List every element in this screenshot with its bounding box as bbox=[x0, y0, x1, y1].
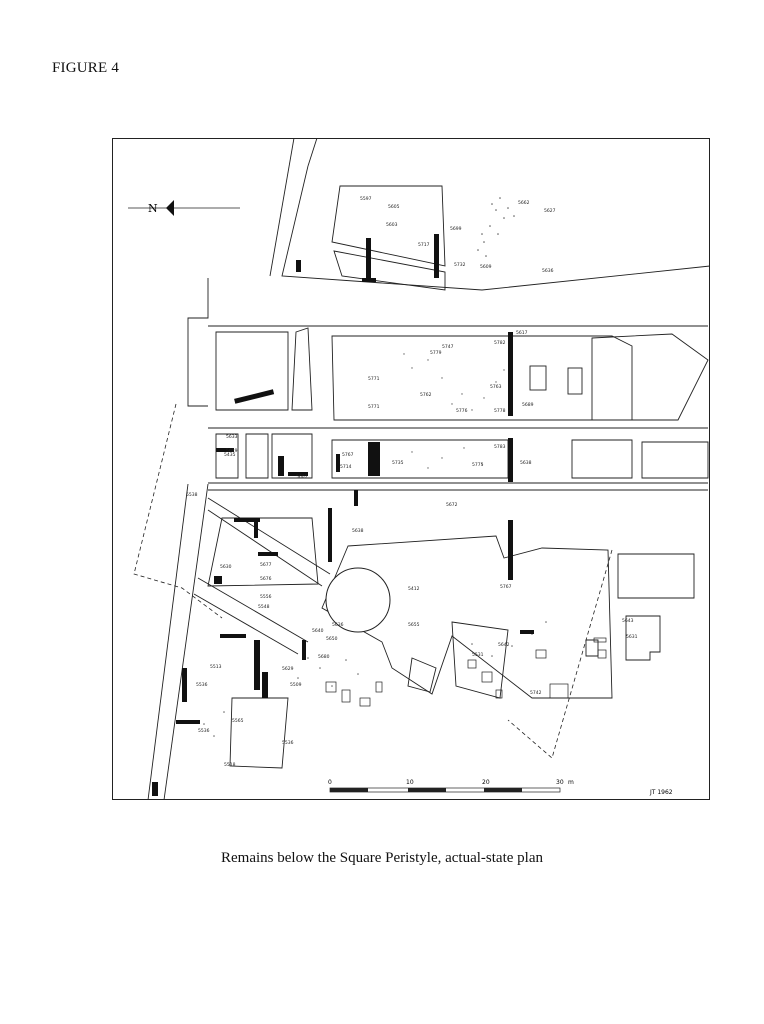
find-label: 5617 bbox=[516, 330, 528, 336]
find-label: 5735 bbox=[392, 460, 404, 466]
find-label: 5776 bbox=[456, 408, 468, 414]
find-label: 5513 bbox=[210, 664, 222, 670]
find-label: 5509 bbox=[290, 682, 302, 688]
find-label: 5629 bbox=[282, 666, 294, 672]
plan-drawing: N bbox=[112, 138, 710, 800]
find-label: 5782 bbox=[494, 340, 506, 346]
find-label: 5607 bbox=[296, 474, 308, 480]
find-label: 5597 bbox=[360, 196, 372, 202]
find-label: 5630 bbox=[220, 564, 232, 570]
find-label: 5536 bbox=[282, 740, 294, 746]
upper-walls bbox=[296, 234, 439, 282]
find-label: 5565 bbox=[232, 718, 244, 724]
find-label: 5677 bbox=[260, 562, 272, 568]
find-label: 5536 bbox=[198, 728, 210, 734]
dashed-boundary bbox=[133, 403, 223, 619]
find-label: 5747 bbox=[442, 344, 454, 350]
find-label: 5779 bbox=[430, 350, 442, 356]
scale-tick-10: 10 bbox=[406, 779, 414, 786]
find-label: 5536 bbox=[196, 682, 208, 688]
middle-walls bbox=[216, 332, 513, 506]
find-label: 5633 bbox=[226, 434, 238, 440]
site-plan: N bbox=[112, 138, 710, 800]
north-label: N bbox=[148, 202, 158, 215]
find-label: 5638 bbox=[520, 460, 532, 466]
find-label: 5672 bbox=[446, 502, 458, 508]
find-label: 5699 bbox=[450, 226, 462, 232]
scale-tick-20: 20 bbox=[482, 779, 490, 786]
scale-bar bbox=[329, 787, 561, 793]
upper-block-outlines bbox=[187, 138, 710, 491]
find-label: 5629 bbox=[226, 448, 238, 454]
lower-fragments bbox=[325, 637, 607, 707]
stipple-upper bbox=[477, 197, 515, 257]
find-label: 5762 bbox=[420, 392, 432, 398]
find-label: 5767 bbox=[500, 584, 512, 590]
find-label: 5603 bbox=[386, 222, 398, 228]
find-label: 5763 bbox=[490, 384, 502, 390]
find-label: 5742 bbox=[530, 690, 542, 696]
find-label: 5717 bbox=[418, 242, 430, 248]
find-label: 5662 bbox=[518, 200, 530, 206]
find-label: 5531 bbox=[472, 652, 484, 658]
drawing-initials: JT 1962 bbox=[649, 789, 673, 796]
lower-block-outlines bbox=[147, 483, 695, 800]
find-label: 5767 bbox=[342, 452, 354, 458]
find-label: 5680 bbox=[318, 654, 330, 660]
find-label: 5556 bbox=[260, 594, 272, 600]
scale-unit: m bbox=[568, 779, 574, 786]
find-label: 5548 bbox=[258, 604, 270, 610]
find-label: 5643 bbox=[622, 618, 634, 624]
find-label: 5775 bbox=[472, 462, 484, 468]
middle-block-outlines bbox=[215, 327, 709, 479]
scale-tick-30: 30 bbox=[556, 779, 564, 786]
find-label: 5689 bbox=[522, 402, 534, 408]
figure-caption: Remains below the Square Peristyle, actu… bbox=[221, 850, 543, 866]
find-label: 5642 bbox=[498, 642, 510, 648]
figure-label: FIGURE 4 bbox=[52, 60, 120, 76]
plan-border bbox=[112, 138, 710, 800]
find-label: 5640 bbox=[312, 628, 324, 634]
stipple-central bbox=[403, 353, 505, 469]
find-label: 5655 bbox=[408, 622, 420, 628]
find-label: 5605 bbox=[388, 204, 400, 210]
find-label: 5650 bbox=[326, 636, 338, 642]
find-label: 5732 bbox=[454, 262, 466, 268]
find-label: 5538 bbox=[186, 492, 198, 498]
find-label: 5636 bbox=[542, 268, 554, 274]
find-label: 5778 bbox=[494, 408, 506, 414]
find-label: 5518 bbox=[224, 762, 236, 768]
find-label: 5771 bbox=[368, 404, 380, 410]
find-label: 5714 bbox=[340, 464, 352, 470]
find-label: 5771 bbox=[368, 376, 380, 382]
north-arrow-icon bbox=[128, 200, 240, 216]
find-label: 5609 bbox=[480, 264, 492, 270]
find-label: 5627 bbox=[544, 208, 556, 214]
find-label: 5676 bbox=[260, 576, 272, 582]
find-label: 5435 bbox=[224, 452, 236, 458]
find-label: 5631 bbox=[626, 634, 638, 640]
find-label: 5638 bbox=[352, 528, 364, 534]
dashed-boundary-right bbox=[507, 549, 613, 759]
find-label: 5636 bbox=[332, 622, 344, 628]
scale-tick-0: 0 bbox=[328, 779, 332, 786]
central-round-structure bbox=[325, 567, 391, 633]
find-label: 5783 bbox=[494, 444, 506, 450]
find-label: 5412 bbox=[408, 586, 420, 592]
lower-walls bbox=[152, 508, 534, 796]
find-labels: 5597 5662 5627 5605 5699 5603 5717 5732 5609 5636… bbox=[186, 196, 638, 768]
